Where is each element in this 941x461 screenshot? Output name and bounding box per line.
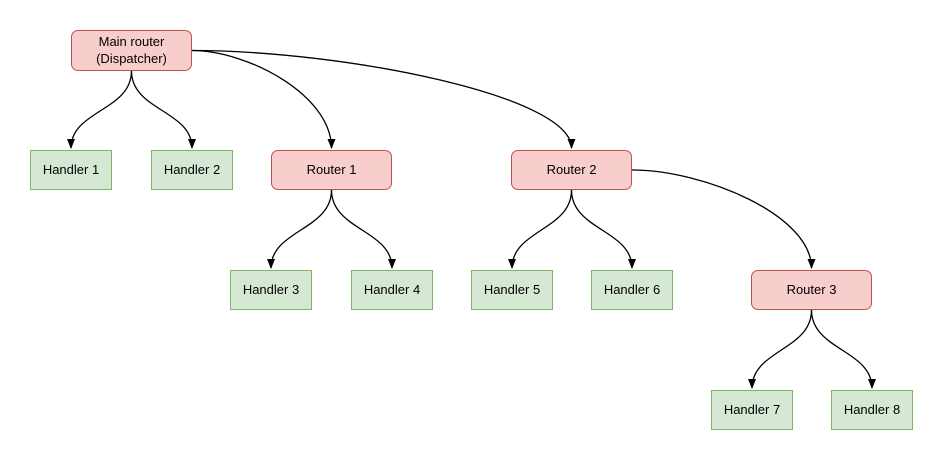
- node-h5[interactable]: Handler 5: [471, 270, 553, 310]
- node-h4[interactable]: Handler 4: [351, 270, 433, 310]
- node-label-h4: Handler 4: [363, 281, 421, 297]
- node-label-h1: Handler 1: [42, 161, 100, 177]
- node-label-h7: Handler 7: [723, 401, 781, 417]
- node-label-h5: Handler 5: [483, 281, 541, 297]
- edge-main-to-h1: [67, 70, 133, 149]
- edge-main-to-r1: [191, 49, 336, 149]
- edge-r2-to-r3: [631, 169, 816, 269]
- node-h3[interactable]: Handler 3: [230, 270, 312, 310]
- node-r1[interactable]: Router 1: [271, 150, 392, 190]
- edge-r1-to-h3: [267, 189, 333, 269]
- node-label-h8: Handler 8: [843, 401, 901, 417]
- node-label-r3: Router 3: [786, 281, 837, 297]
- edge-main-to-r2: [191, 49, 576, 149]
- node-h7[interactable]: Handler 7: [711, 390, 793, 430]
- edge-main-to-h2: [130, 70, 196, 149]
- edge-r3-to-h8: [810, 309, 876, 389]
- node-label-h3: Handler 3: [242, 281, 300, 297]
- node-label-r1: Router 1: [306, 161, 357, 177]
- node-label-h6: Handler 6: [603, 281, 661, 297]
- node-r3[interactable]: Router 3: [751, 270, 872, 310]
- node-h6[interactable]: Handler 6: [591, 270, 673, 310]
- edge-r2-to-h6: [570, 189, 636, 269]
- edge-r3-to-h7: [748, 309, 813, 389]
- node-h8[interactable]: Handler 8: [831, 390, 913, 430]
- node-r2[interactable]: Router 2: [511, 150, 632, 190]
- node-label-h2: Handler 2: [163, 161, 221, 177]
- edge-r1-to-h4: [330, 189, 396, 269]
- node-h2[interactable]: Handler 2: [151, 150, 233, 190]
- node-h1[interactable]: Handler 1: [30, 150, 112, 190]
- edge-r2-to-h5: [508, 189, 573, 269]
- node-label-main: Main router (Dispatcher): [96, 34, 167, 66]
- node-main[interactable]: Main router (Dispatcher): [71, 30, 192, 71]
- node-label-r2: Router 2: [546, 161, 597, 177]
